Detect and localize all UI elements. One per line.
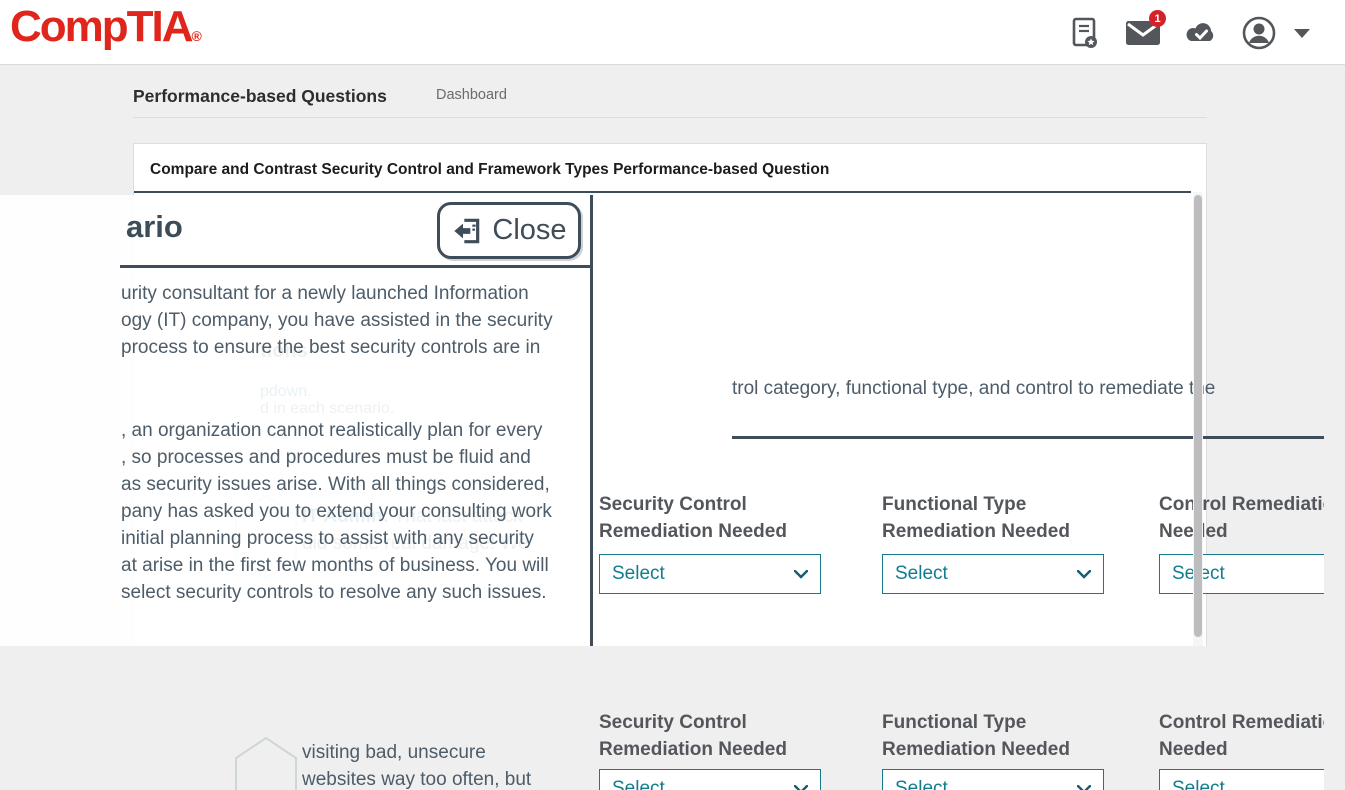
- scenario-text-line: pany has asked you to extend your consul…: [121, 501, 552, 523]
- card-title-divider: [134, 191, 1191, 193]
- scenario-text-line: urity consultant for a newly launched In…: [121, 283, 529, 305]
- mail-badge: 1: [1149, 10, 1166, 27]
- mail-icon[interactable]: 1: [1126, 14, 1160, 52]
- col-header: Functional Type Remediation Needed: [882, 491, 1070, 545]
- scenario-text-line: at arise in the first few months of busi…: [121, 555, 549, 577]
- scenario-modal: ario Close urity consultant for a newly …: [0, 195, 593, 646]
- account-icon[interactable]: [1242, 14, 1276, 52]
- card-title: Compare and Contrast Security Control an…: [150, 161, 829, 179]
- heading-divider: [133, 117, 1207, 118]
- select-security-control-2[interactable]: Select: [599, 769, 821, 790]
- select-control-remediation-1[interactable]: Select: [1159, 554, 1324, 594]
- col-header: Control Remediation Needed: [1159, 709, 1324, 763]
- comptia-logo[interactable]: CompTIA®: [10, 2, 200, 52]
- chevron-down-icon: [794, 570, 808, 579]
- scrollbar-thumb[interactable]: [1194, 195, 1202, 637]
- instruction-text: trol category, functional type, and cont…: [732, 378, 1215, 400]
- ghost-chat-line: websites way too often, but: [302, 769, 531, 790]
- modal-title-fragment: ario: [126, 209, 183, 245]
- col-header: Security Control Remediation Needed: [599, 491, 787, 545]
- chevron-down-icon: [1077, 785, 1091, 790]
- col3-clip: Control Remediation Needed Select Contro…: [1159, 336, 1324, 790]
- scenario-text-line: , an organization cannot realistically p…: [121, 420, 542, 442]
- modal-header-divider: [120, 265, 593, 268]
- app-header: CompTIA® 1: [0, 0, 1345, 65]
- close-button[interactable]: Close: [437, 202, 581, 259]
- notes-icon[interactable]: [1068, 14, 1102, 52]
- select-functional-type-1[interactable]: Select: [882, 554, 1104, 594]
- col-header: Security Control Remediation Needed: [599, 709, 787, 763]
- col-header: Functional Type Remediation Needed: [882, 709, 1070, 763]
- breadcrumb-dashboard[interactable]: Dashboard: [436, 87, 507, 103]
- select-control-remediation-2[interactable]: Select: [1159, 769, 1324, 790]
- scrollbar-track[interactable]: [1193, 192, 1203, 646]
- page-title: Performance-based Questions: [133, 86, 387, 107]
- col-header: Control Remediation Needed: [1159, 491, 1324, 545]
- chat-avatar-hexagon: [234, 736, 298, 790]
- cloud-check-icon[interactable]: [1184, 14, 1218, 52]
- exit-icon: [451, 215, 483, 247]
- scenario-text-line: ogy (IT) company, you have assisted in t…: [121, 310, 553, 332]
- header-icon-bar: 1: [1068, 14, 1310, 52]
- select-security-control-1[interactable]: Select: [599, 554, 821, 594]
- ghost-chat-line: visiting bad, unsecure: [302, 742, 486, 764]
- scenario-text-line: select security controls to resolve any …: [121, 582, 547, 604]
- chevron-down-icon: [1077, 570, 1091, 579]
- scenario-text-line: , so processes and procedures must be fl…: [121, 447, 531, 469]
- scenario-text-line: as security issues arise. With all thing…: [121, 474, 550, 496]
- registered-mark: ®: [192, 28, 200, 44]
- caret-down-icon[interactable]: [1294, 29, 1310, 38]
- chevron-down-icon: [794, 785, 808, 790]
- select-functional-type-2[interactable]: Select: [882, 769, 1104, 790]
- scenario-text-line: initial planning process to assist with …: [121, 528, 534, 550]
- scenario-text-line: process to ensure the best security cont…: [121, 337, 540, 359]
